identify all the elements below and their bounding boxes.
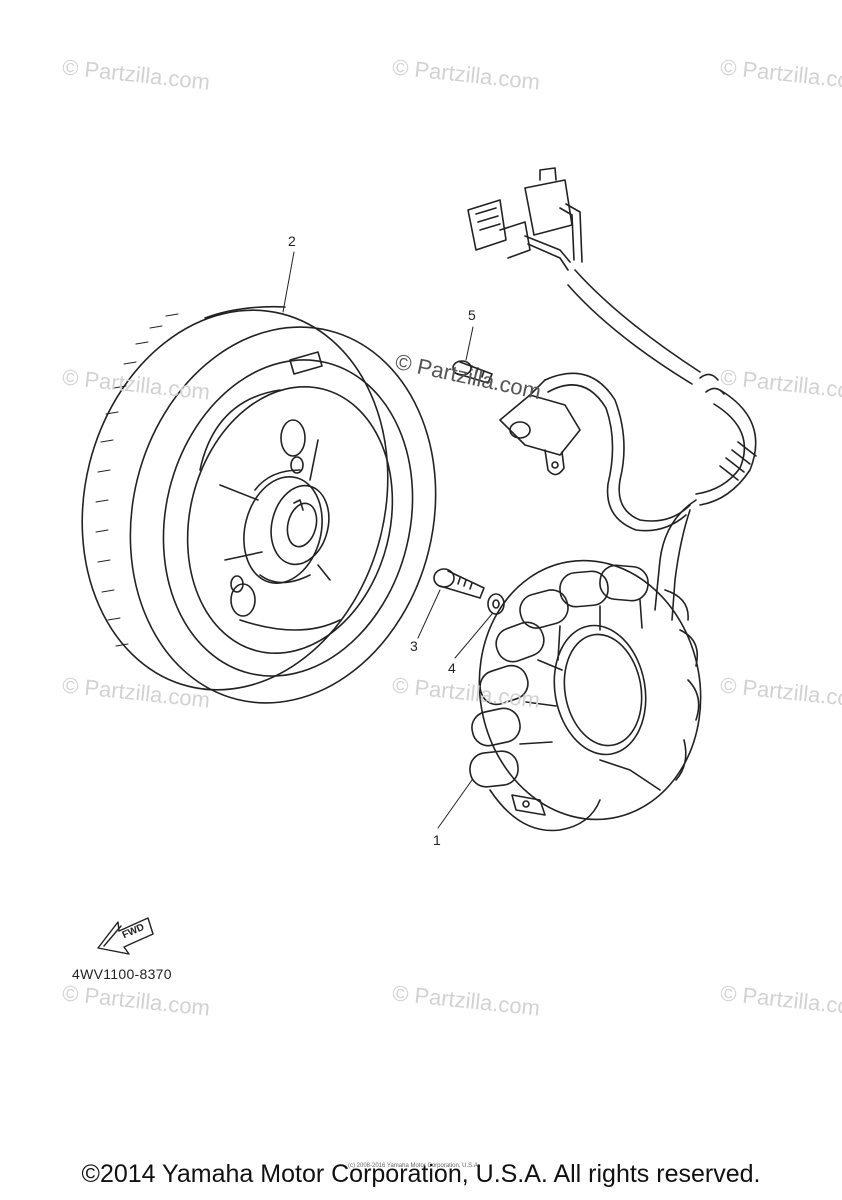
- wire-harness: [467, 167, 757, 621]
- stator-assembly: [469, 559, 702, 832]
- callout-4: 4: [448, 660, 456, 676]
- callout-5: 5: [468, 307, 476, 323]
- flywheel-rotor: [81, 305, 437, 704]
- screw-5: [452, 360, 493, 384]
- callout-3: 3: [410, 638, 418, 654]
- callout-1: 1: [433, 832, 441, 848]
- diagram-part-code: 4WV1100-8370: [72, 966, 172, 982]
- callout-2: 2: [288, 233, 296, 249]
- screw-3: [433, 568, 485, 599]
- fine-print: (c) 2008-2016 Yamaha Motor Corporation, …: [348, 1163, 480, 1169]
- copyright-notice: ©2014 Yamaha Motor Corporation, U.S.A. A…: [81, 1160, 761, 1188]
- fwd-arrow-icon: [97, 917, 154, 955]
- leader-lines: [282, 251, 493, 829]
- washer-4: [487, 593, 505, 615]
